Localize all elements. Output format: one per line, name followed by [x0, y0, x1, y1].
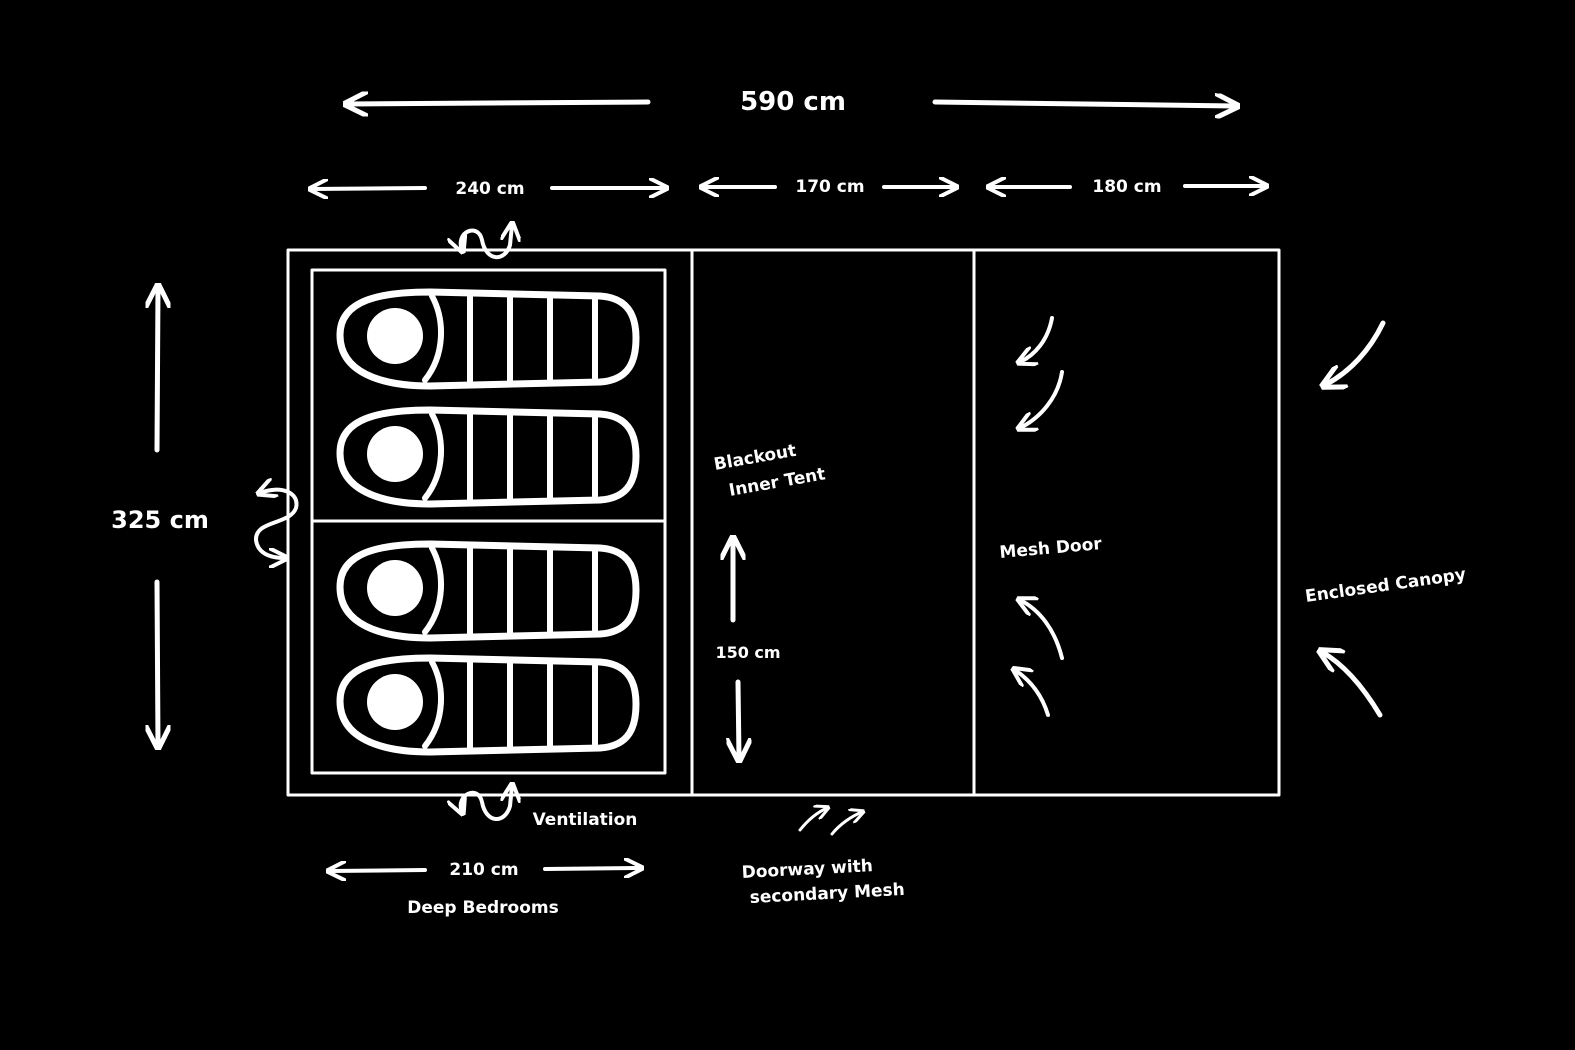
door-height-dimension: 150 cm [715, 540, 781, 758]
ventilation-arrows [256, 225, 512, 821]
sleeping-bag [336, 654, 640, 756]
canopy-arrows [1322, 320, 1386, 718]
tent-outline [286, 248, 1281, 797]
doorway-label-line2: secondary Mesh [749, 880, 905, 908]
sleeping-bags [336, 288, 640, 756]
width-label: 325 cm [111, 506, 209, 534]
canopy-label: Enclosed Canopy [1304, 565, 1467, 607]
sleeping-bag [336, 406, 640, 508]
bedroom-depth-dimension: 210 cm [330, 860, 640, 880]
doorway-arrows [798, 808, 862, 836]
door-height-label: 150 cm [715, 643, 780, 662]
doorway-label-line1: Doorway with [741, 856, 873, 883]
sleeping-bag [336, 540, 640, 642]
canopy-length-label: 180 cm [1092, 177, 1161, 197]
inner-tent-label-line1: Blackout [712, 441, 797, 475]
total-length-dimension: 590 cm [348, 87, 1235, 117]
sleeping-bag [336, 288, 640, 390]
mesh-door-arrows [1015, 316, 1064, 717]
ventilation-label: Ventilation [533, 810, 638, 830]
section-dimensions: 240 cm 170 cm 180 cm [312, 177, 1265, 199]
deep-bedrooms-label: Deep Bedrooms [407, 898, 559, 918]
living-length-label: 170 cm [795, 177, 864, 197]
mesh-door-label: Mesh Door [999, 534, 1103, 563]
bedroom-depth-label: 210 cm [449, 860, 518, 880]
bedroom-length-label: 240 cm [455, 179, 524, 199]
width-dimension: 325 cm [111, 288, 209, 745]
total-length-label: 590 cm [740, 87, 846, 117]
